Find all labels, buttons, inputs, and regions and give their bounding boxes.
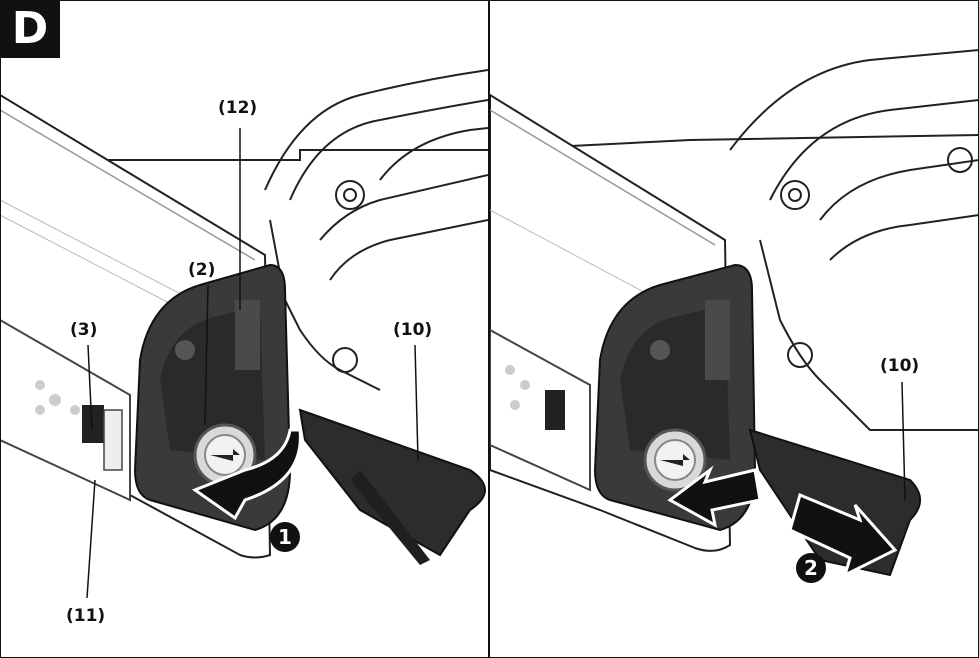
callout-2: (2)	[188, 260, 216, 280]
callout-11: (11)	[66, 606, 106, 626]
strap	[748, 428, 921, 577]
callout-10: (10)	[393, 320, 433, 340]
right-illustration	[490, 49, 979, 578]
lock-housing	[593, 263, 757, 532]
motor-housing	[100, 69, 488, 391]
pull-arrows	[667, 465, 898, 578]
lock-cylinder	[193, 423, 257, 487]
mount-rail	[0, 318, 131, 502]
left-panel: D (12) (2) (3) (10) (11) 1	[0, 0, 488, 658]
leader-lines	[901, 381, 906, 501]
step-2-badge: 2	[796, 553, 826, 583]
left-illustration	[0, 69, 488, 599]
callout-3: (3)	[70, 320, 98, 340]
right-panel: (10) 2	[490, 0, 979, 658]
mount-rail	[490, 328, 591, 492]
lock-cylinder	[643, 428, 707, 492]
figure-label: D	[0, 0, 60, 58]
callout-12: (12)	[218, 98, 258, 118]
rotation-arrow	[191, 428, 302, 521]
step-1-badge: 1	[270, 522, 300, 552]
leader-lines	[86, 128, 419, 599]
callout-10: (10)	[880, 356, 920, 376]
panel-divider	[488, 0, 490, 658]
strap	[298, 408, 486, 565]
